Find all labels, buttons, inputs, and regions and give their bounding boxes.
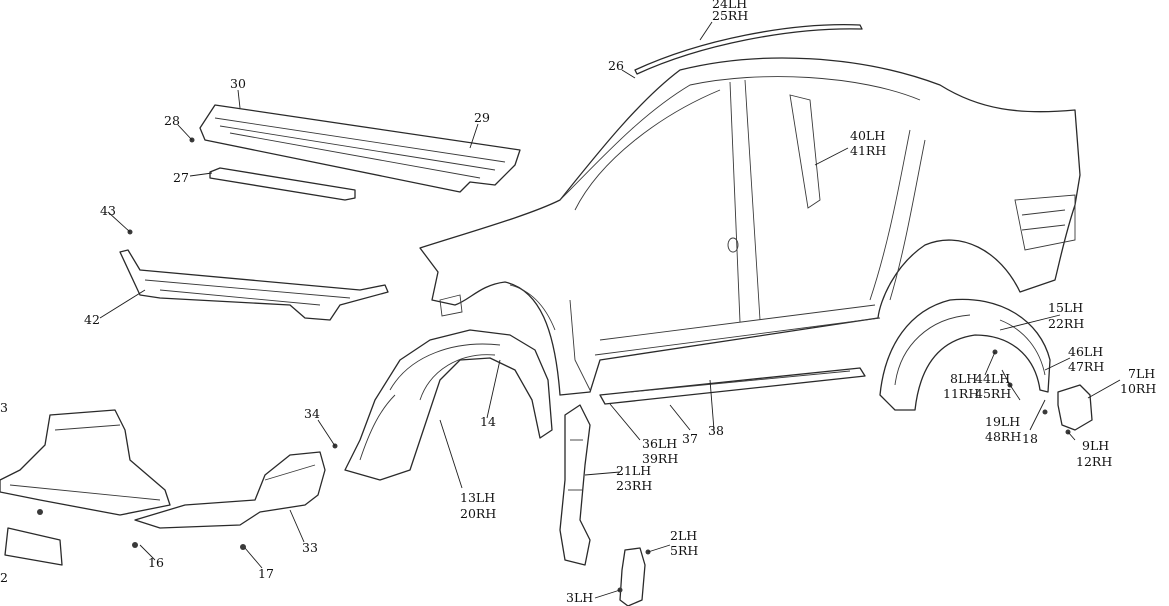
label-48rh: 48RH	[985, 429, 1021, 444]
label-17: 17	[258, 566, 274, 581]
label-14: 14	[480, 414, 496, 429]
label-23rh: 23RH	[616, 478, 652, 493]
label-26: 26	[608, 58, 624, 73]
label-43: 43	[100, 203, 116, 218]
label-46lh: 46LH	[1068, 344, 1103, 359]
label-19lh: 19LH	[985, 414, 1020, 429]
label-30: 30	[230, 76, 246, 91]
cowl-top-panel	[199, 104, 521, 193]
label-37: 37	[682, 431, 698, 446]
label-15lh: 15LH	[1048, 300, 1083, 315]
label-38: 38	[708, 423, 724, 438]
bracket-plate	[4, 527, 63, 566]
label-3lh: 3LH	[566, 590, 593, 605]
label-34: 34	[304, 406, 320, 421]
label-22rh: 22RH	[1048, 316, 1084, 331]
roof-moulding	[634, 24, 863, 75]
rear-mud-flap	[1057, 384, 1093, 431]
label-42: 42	[84, 312, 100, 327]
label-24lh: 24LH	[712, 0, 747, 11]
label-40lh: 40LH	[850, 128, 885, 143]
label-8lh: 8LH	[950, 371, 977, 386]
label-29: 29	[474, 110, 490, 125]
label-5rh: 5RH	[670, 543, 698, 558]
label-13lh: 13LH	[460, 490, 495, 505]
label-36lh: 36LH	[642, 436, 677, 451]
label-12rh: 12RH	[1076, 454, 1112, 469]
label-27: 27	[173, 170, 189, 185]
label-44lh: 44LH	[975, 371, 1010, 386]
label-39rh: 39RH	[642, 451, 678, 466]
fender-apron-piece	[559, 404, 591, 566]
label-41rh: 41RH	[850, 143, 886, 158]
front-wheel-liner	[344, 329, 553, 481]
label-18: 18	[1022, 431, 1038, 446]
label-10rh: 10RH	[1120, 381, 1156, 396]
label-11rh: 11RH	[943, 386, 979, 401]
label-21lh: 21LH	[616, 463, 651, 478]
car-body	[419, 57, 1081, 396]
label-16: 16	[148, 555, 164, 570]
front-bulkhead	[119, 249, 389, 321]
label-33: 33	[302, 540, 318, 555]
label-3: 3	[0, 400, 8, 415]
label-7lh: 7LH	[1128, 366, 1155, 381]
cowl-seal	[209, 167, 356, 201]
label-9lh: 9LH	[1082, 438, 1109, 453]
rocker-moulding	[599, 367, 866, 405]
engine-under-cover	[0, 409, 171, 516]
label-2lh: 2LH	[670, 528, 697, 543]
front-mud-flap	[619, 547, 646, 606]
label-20rh: 20RH	[460, 506, 496, 521]
label-47rh: 47RH	[1068, 359, 1104, 374]
label-25rh: 25RH	[712, 8, 748, 23]
rear-wheel-liner	[879, 298, 1051, 411]
side-under-cover	[134, 451, 326, 529]
label-28: 28	[164, 113, 180, 128]
label-45rh: 45RH	[975, 386, 1011, 401]
leader-lines	[99, 21, 1121, 599]
label-2: 2	[0, 570, 8, 585]
